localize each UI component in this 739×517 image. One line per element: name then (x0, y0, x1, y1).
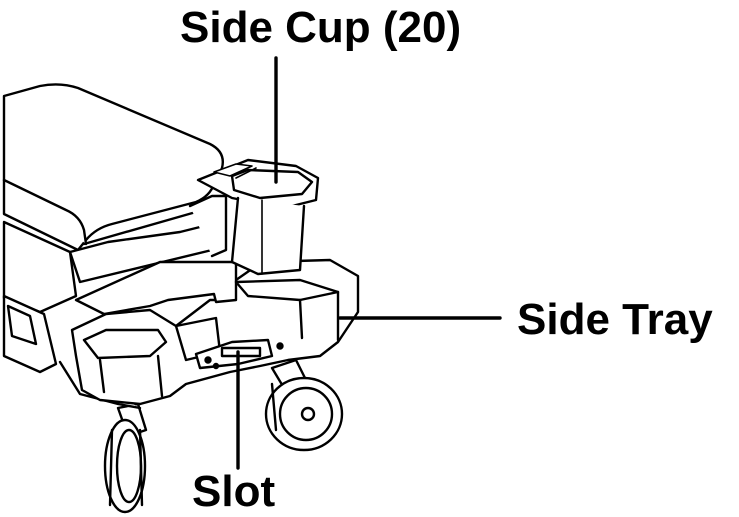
side-cup-label: Side Cup (20) (180, 3, 462, 52)
slot (220, 346, 262, 358)
side-cup (196, 158, 320, 276)
seat-cushion (2, 83, 224, 252)
rear-caster (103, 402, 148, 514)
side-tray (70, 258, 360, 406)
side-tray-label: Side Tray (517, 295, 713, 344)
seat-frame (2, 194, 228, 410)
front-caster (264, 358, 344, 452)
slot-label: Slot (192, 467, 276, 516)
leader-lines (236, 56, 502, 470)
